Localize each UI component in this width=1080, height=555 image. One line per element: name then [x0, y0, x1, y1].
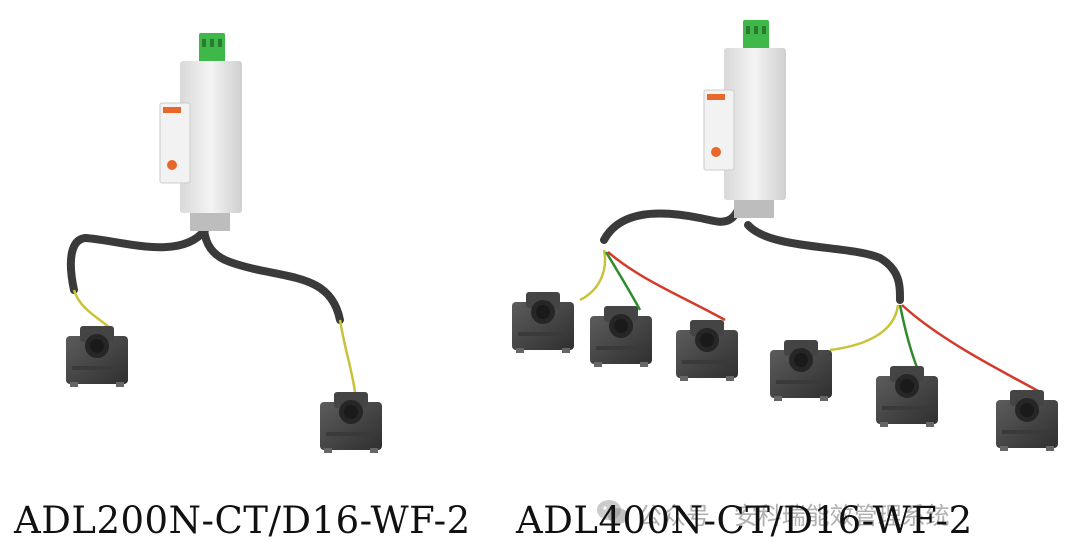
watermark-account: 安科瑞能效管理系统: [733, 501, 950, 530]
right-ct-1: [512, 292, 574, 353]
right-main-cable: [600, 191, 747, 244]
product-model-caption-left: ADL200N-CT/D16-WF-2: [14, 499, 471, 542]
left-branch-cable: [66, 226, 209, 294]
right-wire-green-b: [898, 304, 920, 371]
wechat-icon: [597, 500, 628, 524]
right-ct-5: [876, 366, 938, 427]
product-model-caption-right: ADL400N-CT/D16-WF-2: [516, 499, 973, 542]
watermark-separator: ·: [718, 499, 726, 527]
right-product-illustration: [512, 19, 1058, 451]
left-main-cable: [199, 204, 344, 324]
watermark-prefix: 公众号: [638, 501, 710, 530]
left-product-illustration: [66, 32, 382, 453]
watermark: 公众号 · 安科瑞能效管理系统: [596, 496, 950, 530]
right-wire-yellow-b: [829, 304, 900, 352]
left-wire-yellow-1: [72, 289, 113, 331]
right-ct-2: [590, 306, 652, 367]
left-ct-2: [320, 392, 382, 453]
right-wire-yellow-a: [579, 249, 607, 302]
right-wire-red-a: [607, 251, 726, 322]
right-ct-3: [676, 320, 738, 381]
right-wire-red-b: [901, 304, 1041, 394]
left-meter: [159, 32, 243, 232]
right-ct-6: [996, 390, 1058, 451]
right-meter: [703, 19, 787, 219]
left-ct-1: [66, 326, 128, 387]
right-wire-green-a: [604, 251, 642, 311]
right-branch-cable: [744, 221, 904, 304]
left-wire-yellow-2: [338, 319, 357, 393]
right-ct-4: [770, 340, 832, 401]
